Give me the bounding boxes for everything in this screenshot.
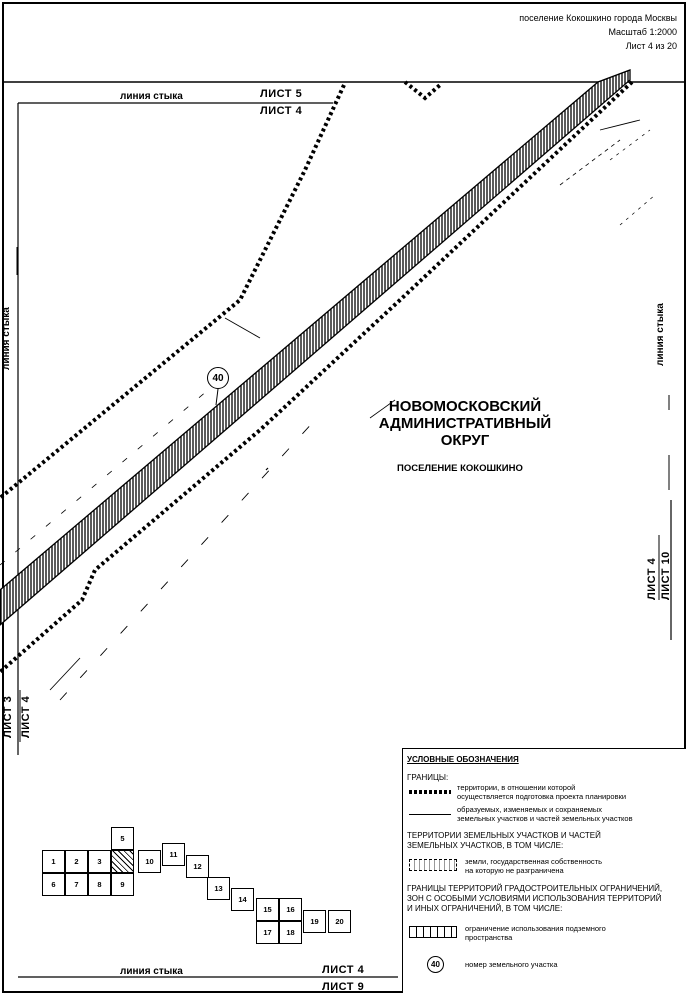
project-boundary-top [403, 80, 442, 101]
header-sheet-count: Лист 4 из 20 [625, 41, 677, 51]
join-label-top: линия стыка [120, 91, 183, 102]
legend-item2-line2: земельных участков и частей земельных уч… [457, 814, 633, 823]
legend-box: УСЛОВНЫЕ ОБОЗНАЧЕНИЯ ГРАНИЦЫ: территории… [402, 748, 686, 993]
index-sheet-13[interactable]: 13 [207, 877, 230, 900]
index-sheet-14[interactable]: 14 [231, 888, 254, 911]
district-name-line2: АДМИНИСТРАТИВНЫЙ [378, 415, 552, 432]
join-label-left: линия стыка [1, 307, 12, 370]
index-sheet-17[interactable]: 17 [256, 921, 279, 944]
faint-line-9 [224, 317, 261, 339]
legend-item1-line2: осуществляется подготовка проекта планир… [457, 792, 627, 801]
faint-line-8 [369, 399, 396, 419]
sheet-label-left-a: ЛИСТ 3 [2, 695, 14, 738]
parcel-number-marker[interactable]: 40 [207, 367, 229, 389]
legend-restrictions-line1: ГРАНИЦЫ ТЕРРИТОРИЙ ГРАДОСТРОИТЕЛЬНЫХ ОГР… [407, 884, 663, 893]
district-name-line3: ОКРУГ [440, 432, 490, 449]
settlement-name: ПОСЕЛЕНИЕ КОКОШКИНО [397, 463, 523, 474]
index-sheet-10[interactable]: 10 [138, 850, 161, 873]
legend-underground-restriction-symbol [409, 926, 457, 938]
district-name-line1: НОВОМОСКОВСКИЙ [388, 398, 542, 415]
index-sheet-label: 19 [310, 917, 319, 926]
legend-item4-line1: ограничение использования подземного [465, 924, 606, 933]
index-sheet-2[interactable]: 2 [65, 850, 88, 873]
index-sheet-15[interactable]: 15 [256, 898, 279, 921]
legend-boundaries-heading: ГРАНИЦЫ: [407, 773, 449, 782]
legend-restrictions-line3: И ИНЫХ ОГРАНИЧЕНИЙ, В ТОМ ЧИСЛЕ: [407, 904, 563, 913]
index-sheet-label: 14 [238, 895, 247, 904]
header-scale: Масштаб 1:2000 [608, 27, 677, 37]
legend-item2-line1: образуемых, изменяемых и сохраняемых [457, 805, 603, 814]
sheet-label-right-a: ЛИСТ 4 [646, 557, 658, 600]
faint-line-2 [59, 419, 316, 701]
faint-line-7 [619, 194, 656, 226]
sheet-label-top-lower: ЛИСТ 4 [260, 105, 303, 117]
parcel-marker-leader [215, 388, 219, 406]
index-sheet-label: 11 [169, 850, 178, 859]
index-sheet-1[interactable]: 1 [42, 850, 65, 873]
sheet-label-right-b: ЛИСТ 10 [660, 551, 672, 600]
sheet-label-left-b: ЛИСТ 4 [20, 695, 32, 738]
sheet-label-top-upper: ЛИСТ 5 [260, 88, 303, 100]
index-sheet-label: 15 [263, 905, 272, 914]
index-sheet-label: 17 [263, 928, 272, 937]
index-sheet-label: 13 [214, 884, 223, 893]
faint-line-4 [559, 139, 621, 186]
faint-line-5 [609, 129, 651, 161]
index-sheet-5[interactable]: 5 [111, 827, 134, 850]
index-sheet-3[interactable]: 3 [88, 850, 111, 873]
index-sheet-19[interactable]: 19 [303, 910, 326, 933]
header-location: поселение Кокошкино города Москвы [519, 13, 677, 23]
legend-dotted-boundary-symbol [409, 790, 451, 794]
legend-territories-line2: ЗЕМЕЛЬНЫХ УЧАСТКОВ, В ТОМ ЧИСЛЕ: [407, 841, 564, 850]
index-sheet-6[interactable]: 6 [42, 873, 65, 896]
index-sheet-7[interactable]: 7 [65, 873, 88, 896]
faint-line-3 [49, 657, 81, 691]
index-sheet-label: 20 [335, 917, 344, 926]
index-sheet-label: 2 [74, 857, 79, 866]
index-sheet-11[interactable]: 11 [162, 843, 185, 866]
join-label-bottom: линия стыка [120, 966, 183, 977]
index-sheet-label: 16 [286, 905, 295, 914]
legend-item3-line1: земли, государственная собственность [465, 857, 603, 866]
legend-state-land-symbol [409, 859, 457, 871]
index-sheet-label: 8 [97, 880, 102, 889]
index-sheet-16[interactable]: 16 [279, 898, 302, 921]
legend-item1-line1: территории, в отношении которой [457, 783, 576, 792]
join-label-right: линия стыка [655, 303, 666, 366]
legend-thin-line-symbol [409, 814, 451, 815]
restricted-corridor [0, 69, 631, 626]
index-sheet-label: 18 [286, 928, 295, 937]
index-sheet-label: 6 [51, 880, 56, 889]
index-sheet-label: 3 [97, 857, 102, 866]
index-sheet-9[interactable]: 9 [111, 873, 134, 896]
index-sheet-label: 10 [145, 857, 154, 866]
faint-line-1 [0, 379, 221, 566]
index-sheet-label: 1 [51, 857, 56, 866]
project-boundary-lower [0, 80, 634, 674]
sheet-label-bottom-lower: ЛИСТ 9 [322, 981, 365, 993]
faint-line-6 [599, 119, 641, 131]
legend-parcel-number-symbol: 40 [427, 956, 444, 973]
index-sheet-12[interactable]: 12 [186, 855, 209, 878]
index-sheet-label: 7 [74, 880, 79, 889]
district-name: НОВОМОСКОВСКИЙ АДМИНИСТРАТИВНЫЙ ОКРУГ [370, 398, 560, 449]
faint-line-10 [265, 467, 269, 471]
legend-restrictions-line2: ЗОН С ОСОБЫМИ УСЛОВИЯМИ ИСПОЛЬЗОВАНИЯ ТЕ… [407, 894, 662, 903]
legend-item3-line2: на которую не разграничена [465, 866, 564, 875]
project-boundary-upper [0, 84, 346, 500]
index-sheet-8[interactable]: 8 [88, 873, 111, 896]
index-sheet-label: 9 [120, 880, 125, 889]
legend-item5: номер земельного участка [465, 960, 558, 969]
legend-item4-line2: пространства [465, 933, 513, 942]
index-sheet-20[interactable]: 20 [328, 910, 351, 933]
index-sheet-4[interactable] [111, 850, 134, 873]
index-sheet-label: 5 [120, 834, 125, 843]
sheet-label-bottom-upper: ЛИСТ 4 [322, 964, 365, 976]
index-sheet-label: 12 [193, 862, 202, 871]
index-sheet-18[interactable]: 18 [279, 921, 302, 944]
legend-territories-line1: ТЕРРИТОРИИ ЗЕМЕЛЬНЫХ УЧАСТКОВ И ЧАСТЕЙ [407, 831, 601, 840]
legend-title: УСЛОВНЫЕ ОБОЗНАЧЕНИЯ [407, 755, 519, 764]
